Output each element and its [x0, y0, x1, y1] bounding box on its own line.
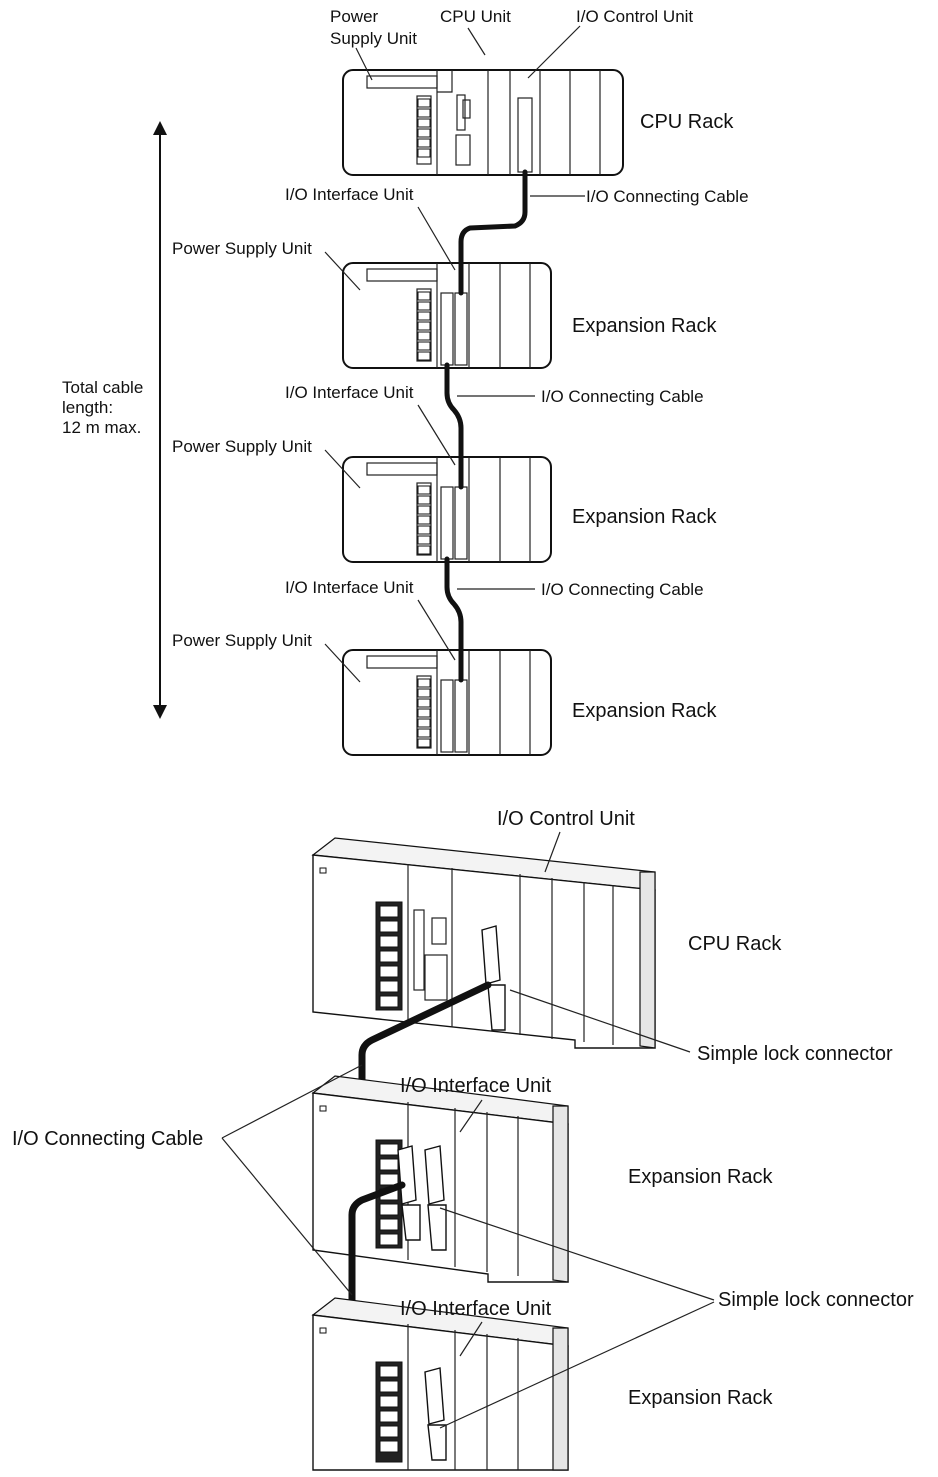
p-io-connecting-cable-label: I/O Connecting Cable: [12, 1128, 203, 1150]
total-cable-length-line3: 12 m max.: [62, 418, 141, 437]
schematic-expansion-rack-1: [343, 263, 551, 368]
io-interface-unit-label-3: I/O Interface Unit: [285, 578, 414, 597]
p-io-interface-unit-label-2: I/O Interface Unit: [400, 1298, 552, 1320]
schematic-rack-name-2: Expansion Rack: [572, 506, 718, 528]
perspective-expansion-rack-2: [313, 1298, 568, 1470]
p-rack-name-2: Expansion Rack: [628, 1387, 774, 1409]
cpu-unit-label: CPU Unit: [440, 7, 511, 26]
total-cable-length-label: Total cable length: 12 m max.: [62, 378, 148, 437]
ps-top-line1: Power: [330, 7, 379, 26]
schematic-rack-name-0: CPU Rack: [640, 111, 734, 133]
io-connecting-cable-label-2: I/O Connecting Cable: [541, 387, 704, 406]
power-supply-unit-top-label: Power Supply Unit: [330, 7, 417, 48]
power-supply-unit-label-2: Power Supply Unit: [172, 437, 312, 456]
io-connecting-cable-label-1: I/O Connecting Cable: [586, 187, 749, 206]
power-supply-unit-label-1: Power Supply Unit: [172, 239, 312, 258]
io-control-unit-label: I/O Control Unit: [576, 7, 693, 26]
p-simple-lock-connector-label-1: Simple lock connector: [697, 1043, 893, 1065]
schematic-rack-name-3: Expansion Rack: [572, 700, 718, 722]
perspective-section: I/O Control Unit CPU Rack Simple lock co…: [12, 808, 914, 1470]
schematic-expansion-rack-2: [343, 457, 551, 562]
perspective-cpu-rack: [313, 838, 655, 1048]
schematic-rack-name-1: Expansion Rack: [572, 315, 718, 337]
p-rack-name-0: CPU Rack: [688, 933, 782, 955]
schematic-expansion-rack-3: [343, 650, 551, 755]
p-simple-lock-connector-label-2: Simple lock connector: [718, 1289, 914, 1311]
cpu-rack-body: [343, 70, 623, 175]
power-supply-unit-label-3: Power Supply Unit: [172, 631, 312, 650]
io-interface-unit-label-1: I/O Interface Unit: [285, 185, 414, 204]
p-io-interface-unit-label-1: I/O Interface Unit: [400, 1075, 552, 1097]
io-connecting-cable-label-3: I/O Connecting Cable: [541, 580, 704, 599]
p-io-control-unit-label: I/O Control Unit: [497, 808, 635, 830]
total-cable-length-line1: Total cable: [62, 378, 143, 397]
io-interface-unit-label-2: I/O Interface Unit: [285, 383, 414, 402]
p-rack-name-1: Expansion Rack: [628, 1166, 774, 1188]
total-cable-length-line2: length:: [62, 398, 113, 417]
ps-top-line2: Supply Unit: [330, 29, 417, 48]
schematic-cpu-rack: [343, 70, 623, 175]
schematic-section: Total cable length: 12 m max.: [62, 7, 749, 755]
